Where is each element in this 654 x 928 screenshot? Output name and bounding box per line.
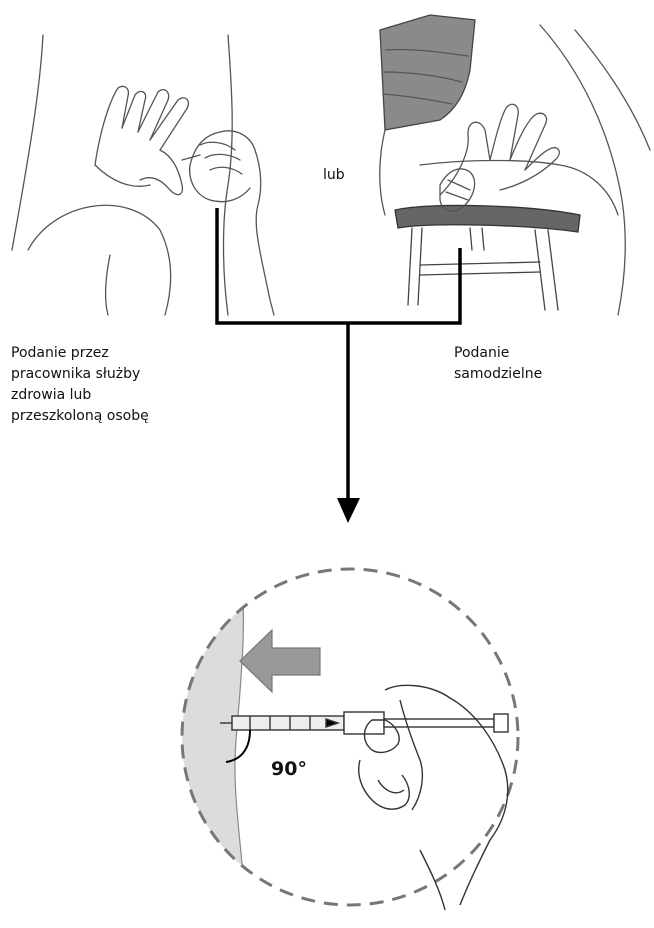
flow-connector (217, 208, 460, 500)
hcp-administration-label: Podanie przez pracownika służby zdrowia … (11, 343, 149, 427)
self-administration-label: Podanie samodzielne (454, 343, 542, 385)
push-arrow-icon (240, 630, 320, 692)
syringe-injection-illustration (170, 560, 518, 910)
arrow-down-icon (337, 498, 360, 523)
self-injection-thigh-illustration (380, 15, 650, 315)
angle-label: 90° (271, 758, 307, 780)
or-label: lub (323, 165, 345, 186)
hand-on-buttock-illustration (12, 35, 274, 315)
